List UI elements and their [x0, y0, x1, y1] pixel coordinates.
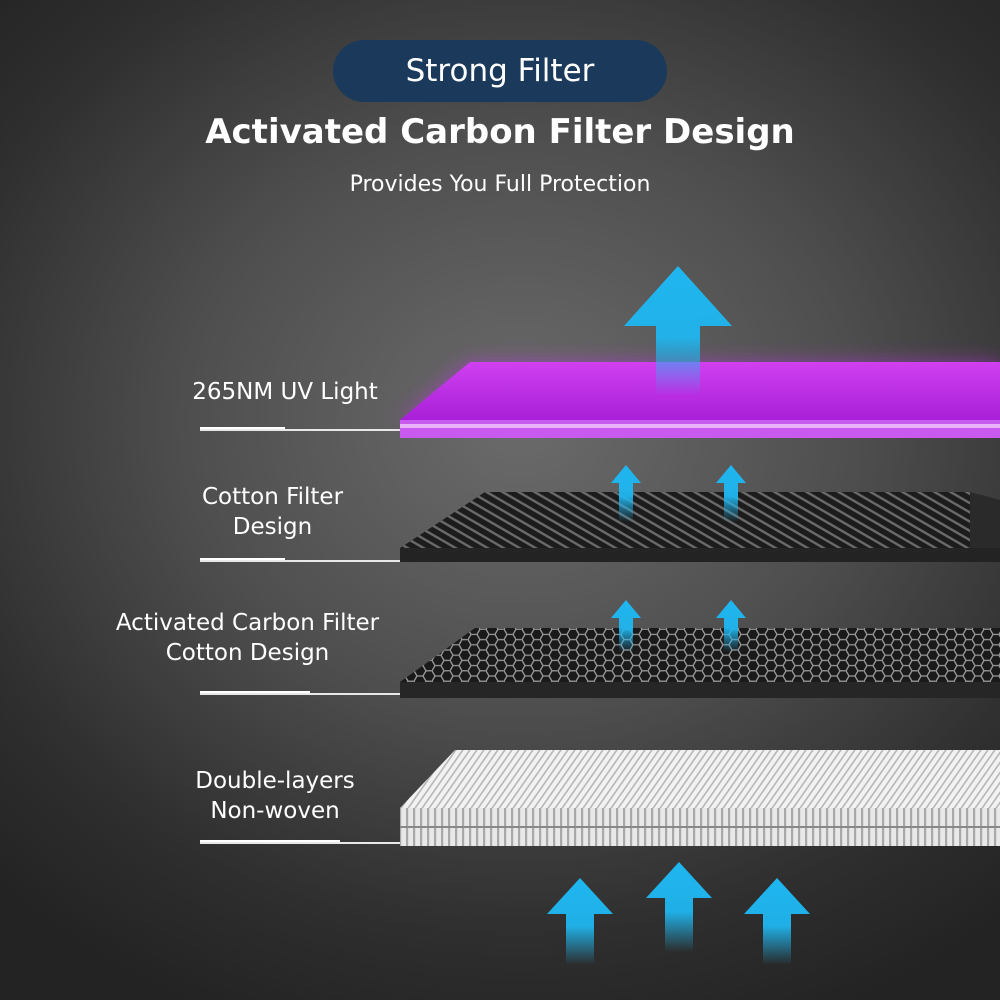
cotton-filter-layer	[400, 492, 1000, 562]
activated-carbon-layer	[400, 628, 1000, 698]
label-cotton-filter: Cotton Filter Design	[201, 484, 344, 540]
page-subtitle: Provides You Full Protection	[349, 172, 651, 197]
non-woven-layer	[400, 750, 1000, 846]
label-uv-light: 265NM UV Light	[192, 379, 378, 405]
strong-filter-badge: Strong Filter	[333, 40, 667, 102]
label-activated-carbon: Activated Carbon Filter Cotton Design	[115, 610, 380, 666]
airflow-arrow-icon	[547, 878, 613, 965]
leader-uv-light	[200, 429, 400, 431]
airflow-arrow-icon	[716, 600, 746, 652]
page-title: Activated Carbon Filter Design	[205, 112, 795, 152]
leader-cotton-filter	[200, 560, 415, 562]
airflow-arrow-icon	[744, 878, 810, 965]
airflow-arrow-icon	[611, 465, 641, 522]
leader-non-woven	[200, 842, 405, 844]
airflow-arrow-icon	[611, 600, 641, 652]
airflow-arrow-icon	[716, 465, 746, 522]
airflow-arrow-icon	[646, 862, 712, 952]
airflow-arrow-icon	[624, 266, 732, 395]
label-non-woven: Double-layers Non-woven	[195, 768, 355, 824]
leader-activated-carbon	[200, 693, 410, 695]
